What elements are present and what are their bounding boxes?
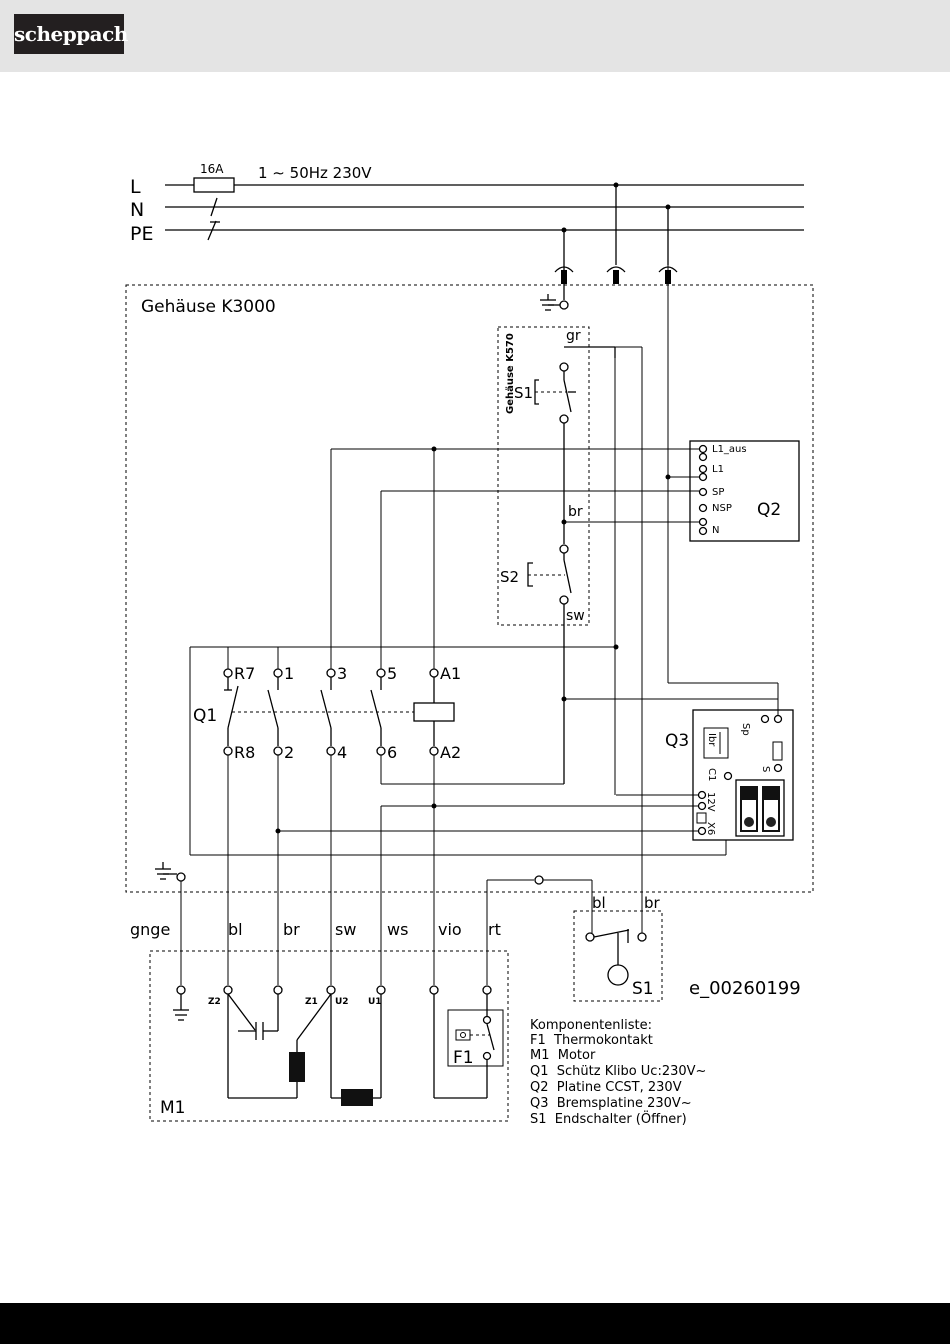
q1-top-3: 3 [337, 664, 347, 683]
q2-terminal-sp: SP [712, 487, 724, 498]
component-item: Q1 Schütz Klibo Uc:230V~ [530, 1064, 706, 1079]
q1-label: Q1 [193, 706, 217, 726]
wire-label-br: br [283, 920, 300, 939]
panel-k570 [497, 326, 590, 626]
wire-labels: gnge bl br sw ws vio rt [130, 920, 501, 939]
q3-label: Q3 [665, 731, 689, 751]
fuse-label: 16A [200, 162, 224, 176]
q3-12v-label: 12V [705, 792, 716, 812]
motor-z1: Z1 [305, 997, 318, 1007]
q1-bottom-r8: R8 [234, 743, 255, 762]
m1-label: M1 [160, 1098, 185, 1118]
motor-u2: U2 [335, 997, 349, 1007]
q1-bottom-2: 2 [284, 743, 294, 762]
motor-u1: U1 [368, 997, 382, 1007]
q3-x6-label: X6 [705, 822, 716, 835]
page-footer [0, 1303, 950, 1344]
wire-label-gnge: gnge [130, 920, 170, 939]
q1-bottom-4: 4 [337, 743, 347, 762]
q3-sp-label: Sp [740, 723, 751, 736]
panel-gr-label: gr [566, 328, 581, 344]
s1-bl-label: bl [592, 894, 606, 912]
q1-bottom-6: 6 [387, 743, 397, 762]
switch-s1-panel: S1 [514, 371, 576, 413]
panel-br-label: br [568, 504, 583, 520]
panel-title: Gehäuse K570 [505, 333, 516, 414]
motor-m1: Z2 Z1 U2 U1 F1 [149, 950, 509, 1122]
component-item: S1 Endschalter (Öffner) [530, 1110, 687, 1127]
s1-br-label: br [644, 894, 661, 912]
line-label-n: N [130, 199, 144, 221]
panel-s2-label: S2 [500, 568, 519, 586]
s1-label: S1 [632, 979, 654, 999]
line-label-pe: PE [130, 223, 153, 245]
ground-symbol [540, 294, 560, 311]
components-heading: Komponentenliste: [530, 1018, 652, 1033]
component-item: M1 Motor [530, 1048, 596, 1063]
f1-label: F1 [453, 1048, 474, 1068]
q2-terminal-l1: L1 [712, 464, 724, 475]
component-item: Q2 Platine CCST, 230V [530, 1080, 682, 1095]
q2-terminal-n: N [712, 525, 719, 536]
q1-top-a1: A1 [440, 664, 461, 683]
limit-switch-s1: bl br S1 [573, 894, 663, 1002]
wire-label-vio: vio [438, 920, 462, 939]
wire-label-sw: sw [335, 920, 356, 939]
motor-z2: Z2 [208, 997, 221, 1007]
fuse-16a [193, 177, 235, 193]
q3-ibr-label: Ibr [706, 733, 717, 747]
ground-symbol-bottom [155, 862, 177, 880]
q1-top-1: 1 [284, 664, 294, 683]
brand-logo: scheppach [14, 14, 128, 54]
wire-label-ws: ws [387, 920, 408, 939]
supply-lines: L N PE 16A 1 ∼ 50Hz 230V [130, 162, 804, 300]
switch-s2: S2 [500, 553, 572, 594]
components-list: Komponentenliste: F1 Thermokontakt M1 Mo… [530, 1018, 706, 1127]
panel-s1-label: S1 [514, 384, 533, 402]
q1-top-r7: R7 [234, 664, 255, 683]
line-label-l: L [130, 176, 141, 198]
q1-bottom-a2: A2 [440, 743, 461, 762]
q3-s-label: S [760, 766, 771, 772]
drawing-id: e_00260199 [689, 978, 801, 999]
housing-title: Gehäuse K3000 [141, 297, 276, 317]
housing-k3000 [125, 284, 814, 893]
component-item: Q3 Bremsplatine 230V~ [530, 1096, 692, 1111]
q3-c1-label: C1 [706, 768, 717, 781]
contactor-q1: R7 1 3 5 A1 Q1 R8 2 4 6 A2 [189, 644, 727, 856]
q2-label: Q2 [757, 500, 781, 520]
q2-terminals: L1_aus L1 SP NSP N [698, 444, 747, 536]
q1-top-5: 5 [387, 664, 397, 683]
supply-spec: 1 ∼ 50Hz 230V [258, 164, 372, 182]
panel-sw-label: sw [566, 608, 585, 624]
q2-terminal-nsp: NSP [712, 503, 732, 514]
wire-label-bl: bl [228, 920, 243, 939]
page-header: scheppach [0, 0, 950, 72]
q3-terminal-block [735, 779, 785, 837]
wire-label-rt: rt [488, 920, 501, 939]
plug-connector-pe [554, 266, 574, 284]
board-q3: Q3 Sp Ibr S C1 12V X6 [665, 709, 794, 841]
plug-connector-l [606, 266, 626, 284]
component-item: F1 Thermokontakt [530, 1033, 653, 1048]
q2-terminal-l1-aus: L1_aus [712, 444, 747, 455]
